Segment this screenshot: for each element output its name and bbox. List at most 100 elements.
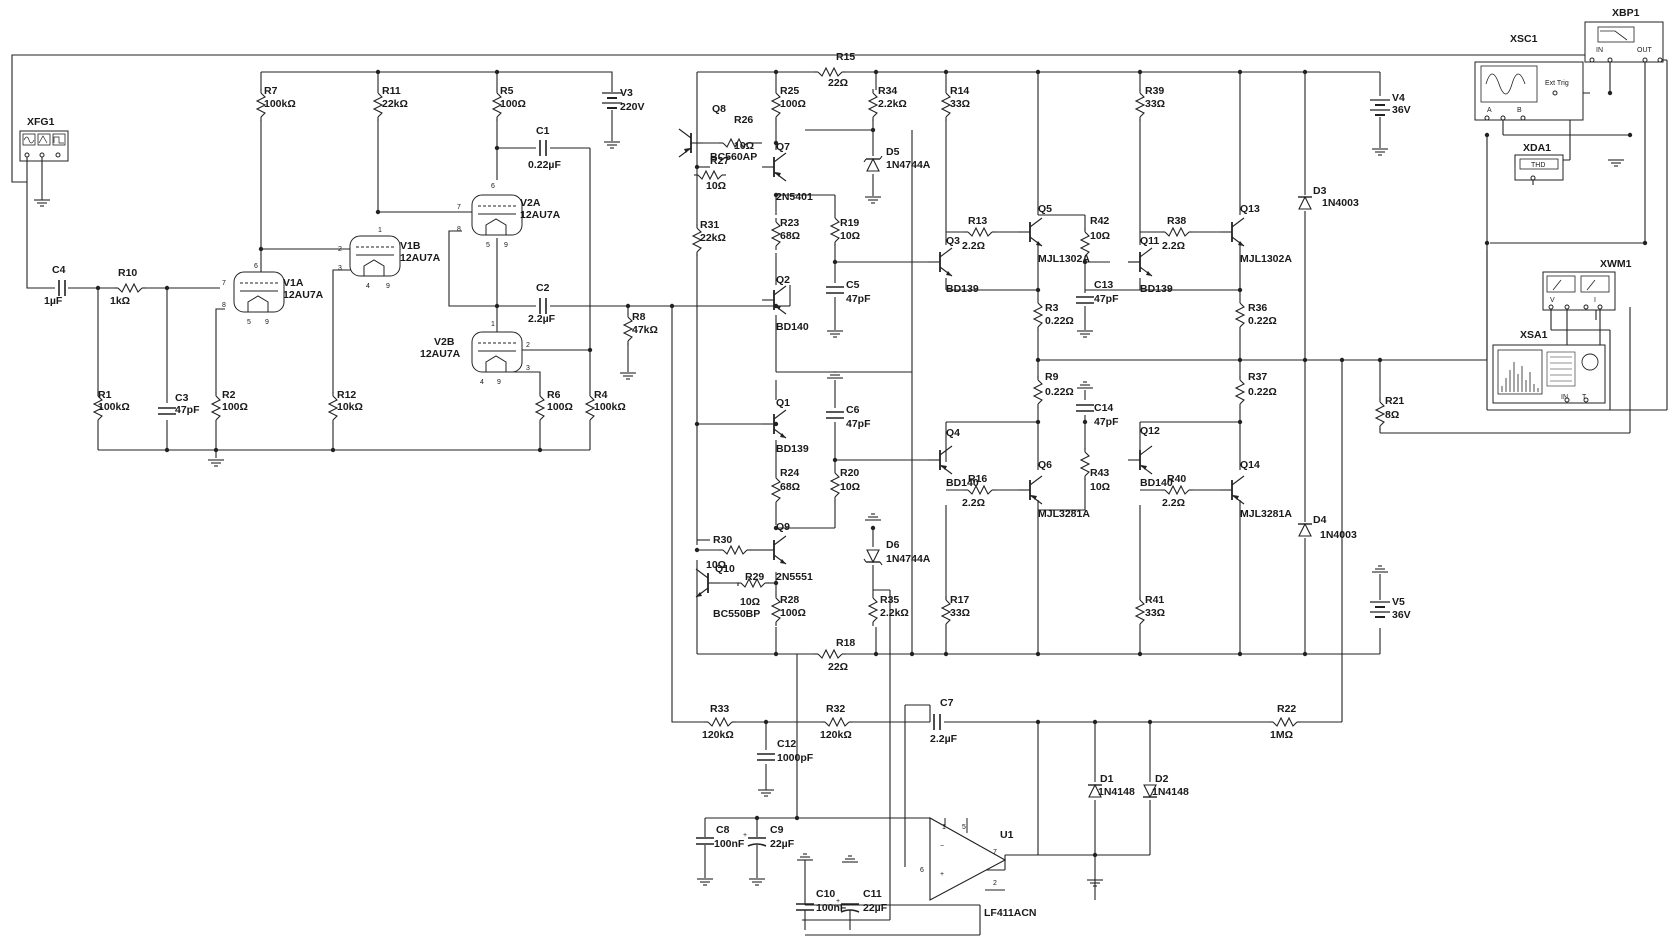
capacitor-c7[interactable]: C72.2µF xyxy=(930,697,958,745)
transistor-q8[interactable]: Q8 xyxy=(678,103,726,158)
r12-ref: R12 xyxy=(337,389,356,401)
function-generator-xfg1[interactable]: XFG1 xyxy=(19,116,69,200)
q13-value: MJL1302A xyxy=(1240,253,1292,265)
distortion-analyzer-xda1[interactable]: XDA1 THD xyxy=(1514,142,1564,181)
capacitor-c1[interactable]: C10.22µF xyxy=(528,125,561,171)
transistor-q10[interactable]: Q10 xyxy=(695,563,735,598)
capacitor-c2[interactable]: C22.2µF xyxy=(528,282,556,325)
bode-plotter-xbp1[interactable]: XBP1 IN OUT xyxy=(1584,7,1664,63)
op-amp-u1[interactable]: − + U1 LF411ACN 6 7 2 1 5 xyxy=(920,817,1037,919)
spectrum-analyzer-xsa1[interactable]: XSA1 IN T xyxy=(1492,329,1606,404)
wattmeter-xwm1[interactable]: XWM1 V I xyxy=(1542,258,1632,311)
v1a-pin-7: 7 xyxy=(222,280,226,287)
v4-ref: V4 xyxy=(1392,92,1405,104)
tube-v1b[interactable]: V1B 12AU7A 1 2 3 4 9 xyxy=(338,227,441,290)
r5-value: 100Ω xyxy=(500,98,526,110)
d6-value: 1N4744A xyxy=(886,553,931,565)
oscilloscope-xsc1[interactable]: XSC1 Ext Trig A B xyxy=(1474,33,1584,121)
tube-v2b[interactable]: V2B 12AU7A 1 2 3 4 9 xyxy=(420,321,530,386)
resistor-r9[interactable]: R90.22Ω xyxy=(1032,371,1074,408)
resistor-r3[interactable]: R30.22Ω xyxy=(1032,299,1074,331)
tube-v1a[interactable]: V1A 12AU7A 7 6 8 5 9 xyxy=(222,263,324,326)
v1a-pin-6: 6 xyxy=(254,263,258,270)
v4-value: 36V xyxy=(1392,104,1411,116)
tube-v2a[interactable]: V2A 12AU7A 6 7 8 5 9 xyxy=(457,183,561,249)
